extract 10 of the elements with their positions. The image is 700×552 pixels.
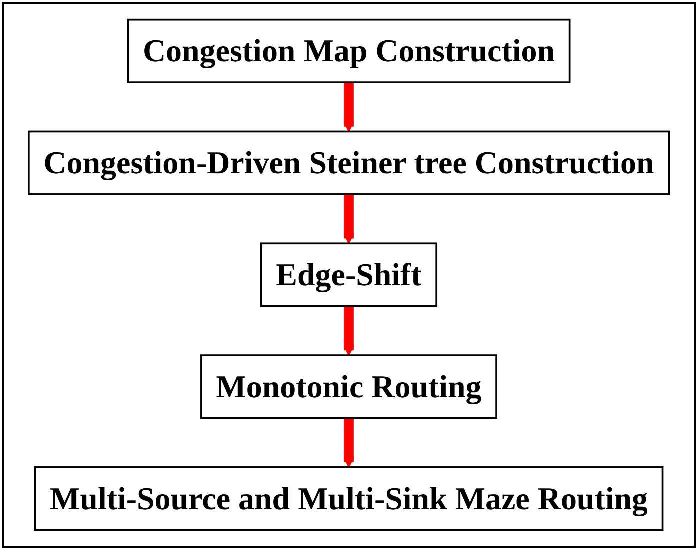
arrow bbox=[344, 306, 354, 356]
node-box bbox=[200, 354, 498, 420]
arrow bbox=[344, 194, 354, 244]
node-box bbox=[260, 242, 438, 308]
node-box bbox=[127, 18, 571, 84]
flowchart: Congestion Map Construction Congestion-Driven Steiner tree Construction Edge-Shift Monotonic Routing Multi-Source and Multi-Sink Maze Routing bbox=[9, 10, 689, 540]
node-box bbox=[28, 130, 670, 196]
node-box bbox=[34, 466, 664, 532]
arrow bbox=[344, 82, 354, 132]
arrow bbox=[344, 418, 354, 468]
